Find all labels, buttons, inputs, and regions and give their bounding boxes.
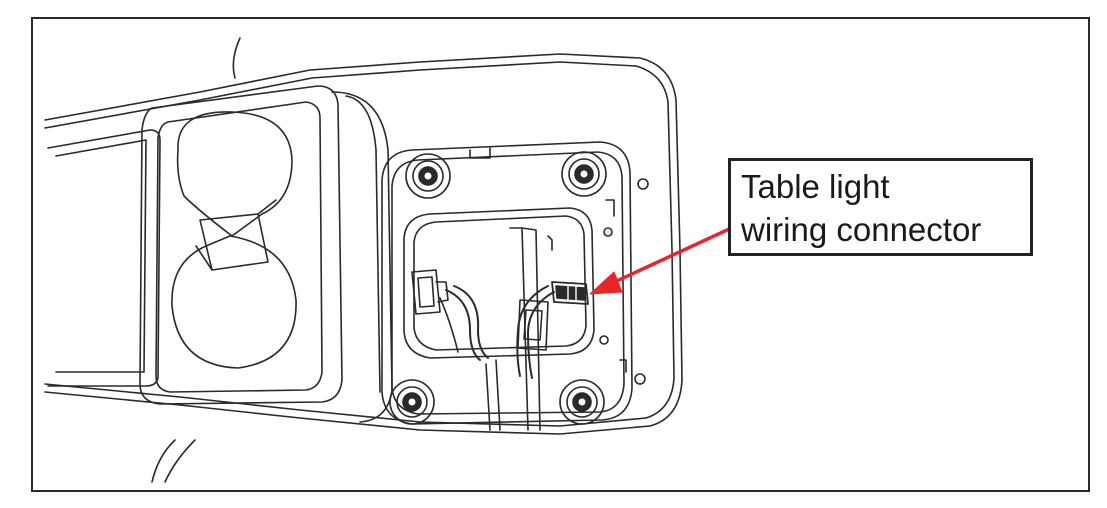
left-connector [411,269,449,315]
bolt-icon-bottom-right [559,379,605,425]
callout-line-1: Table light [741,168,890,205]
console-body-outline [44,37,683,483]
bolt-icon-bottom-left [389,379,435,425]
bolt-icon-top-left [405,153,451,199]
inner-cavity [403,207,595,431]
callout-line-2: wiring connector [741,211,982,248]
lower-connector [517,299,549,351]
table-light-wiring-connector [551,281,589,305]
callout-label-box: Table light wiring connector [728,158,1033,256]
mounting-holes [634,178,649,385]
console-tray [47,129,161,387]
cup-holder-assembly [139,85,393,423]
diagram-frame [31,17,1090,492]
bolt-icon-top-right [561,151,607,197]
red-arrow-icon [589,222,742,295]
mounting-recess [381,141,633,425]
